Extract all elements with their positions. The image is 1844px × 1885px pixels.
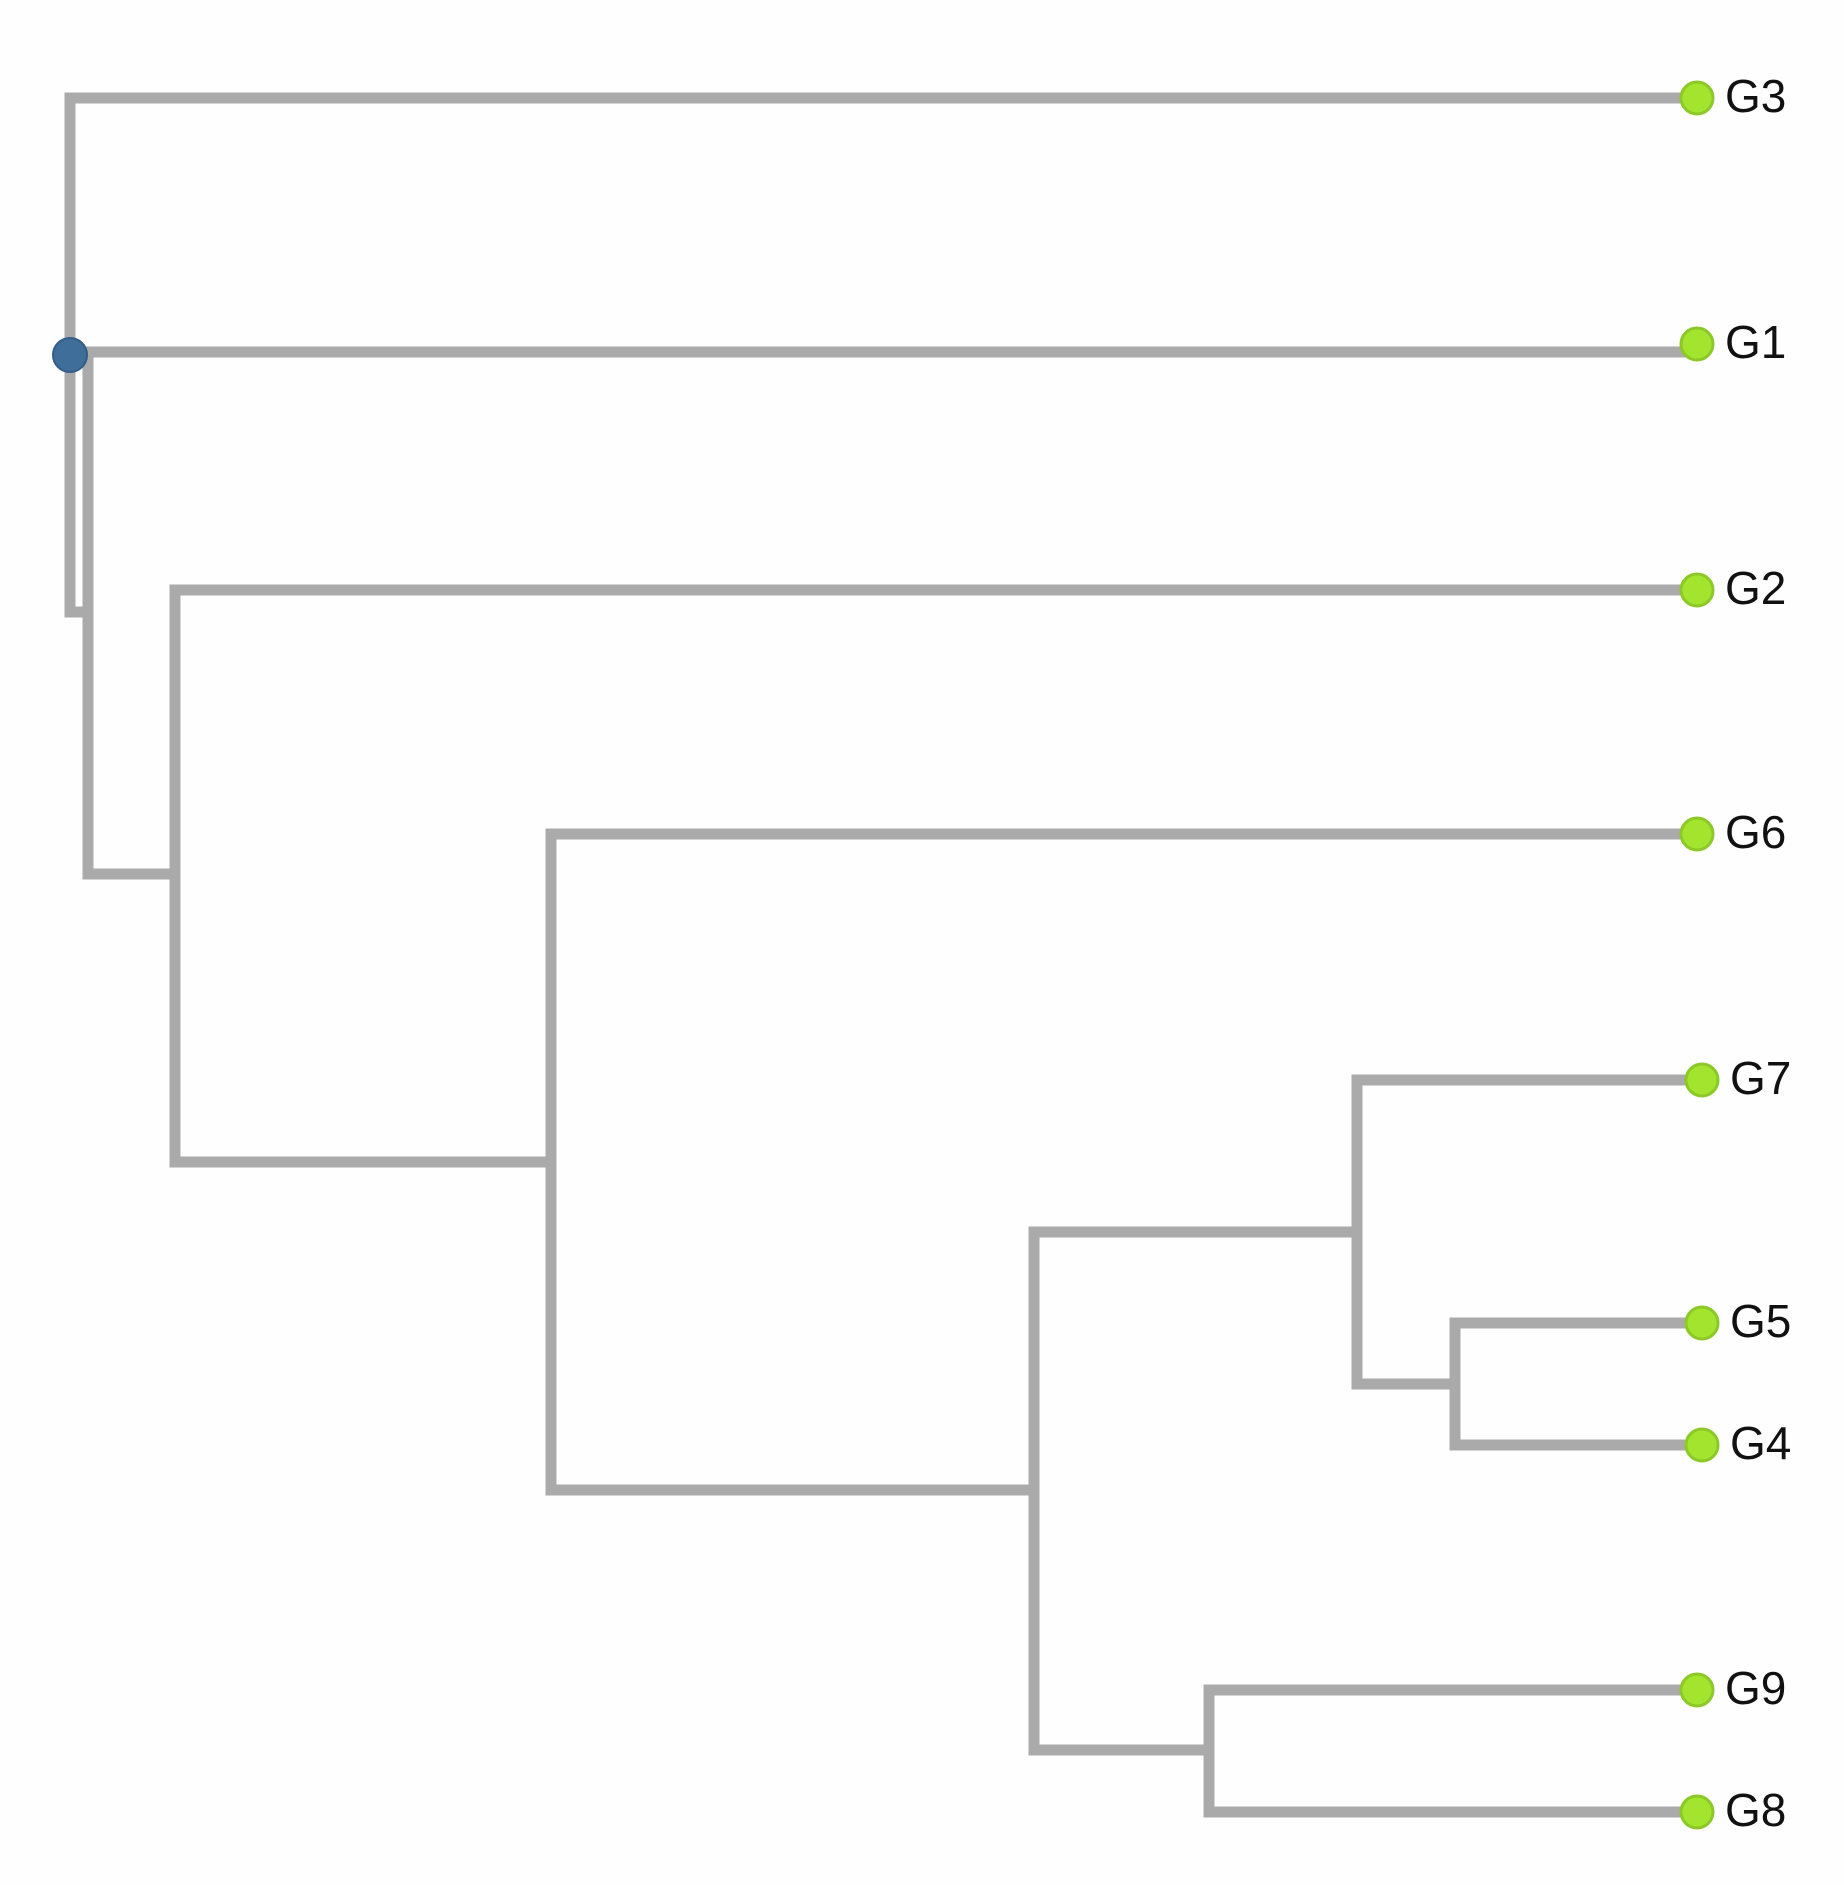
branch-clade-b-to-g6 [545, 828, 1696, 1168]
branch-clade-d-to-g7 [1351, 1074, 1701, 1238]
leaf-label-g1: G1 [1725, 316, 1786, 368]
leaf-label-g3: G3 [1725, 70, 1786, 122]
branch-clade-f-to-g9 [1203, 1684, 1696, 1756]
leaf-label-g7: G7 [1730, 1052, 1791, 1104]
root-node[interactable] [52, 337, 88, 373]
leaf-label-g9: G9 [1725, 1662, 1786, 1714]
leaf-label-g2: G2 [1725, 562, 1786, 614]
branch-clade-d-to-clade-e [1351, 1226, 1461, 1390]
branch-clade-f-to-g8 [1203, 1744, 1696, 1818]
branch-group [64, 92, 1701, 1818]
leaf-node-g1[interactable]: G1 [1679, 316, 1786, 368]
branch-root-to-clade-a [64, 349, 181, 880]
leaf-node-g6[interactable]: G6 [1679, 806, 1786, 858]
leaf-node-g3[interactable]: G3 [1679, 70, 1786, 122]
leaf-node-g9[interactable]: G9 [1679, 1662, 1786, 1714]
leaf-label-g5: G5 [1730, 1295, 1791, 1347]
leaf-node-g4[interactable]: G4 [1684, 1417, 1791, 1469]
branch-clade-e-to-g5 [1449, 1317, 1701, 1390]
branch-clade-e-to-g4 [1449, 1378, 1701, 1451]
branch-root-to-g3 [64, 92, 1696, 618]
leaf-label-g4: G4 [1730, 1417, 1791, 1469]
branch-clade-b-to-clade-c [545, 1156, 1040, 1496]
branch-clade-a-to-clade-b [169, 868, 557, 1168]
leaf-node-g7[interactable]: G7 [1684, 1052, 1791, 1104]
branch-clade-c-to-clade-f [1028, 1484, 1215, 1756]
leaf-node-g2[interactable]: G2 [1679, 562, 1786, 614]
leaf-label-g8: G8 [1725, 1784, 1786, 1836]
leaf-node-g8[interactable]: G8 [1679, 1784, 1786, 1836]
leaf-group: G3 G1 G2 G6 G7 G5 [1679, 70, 1791, 1836]
leaf-label-g6: G6 [1725, 806, 1786, 858]
leaf-node-g5[interactable]: G5 [1684, 1295, 1791, 1347]
branch-clade-c-to-clade-d [1028, 1226, 1363, 1496]
branch-clade-a-to-g2 [169, 584, 1696, 880]
